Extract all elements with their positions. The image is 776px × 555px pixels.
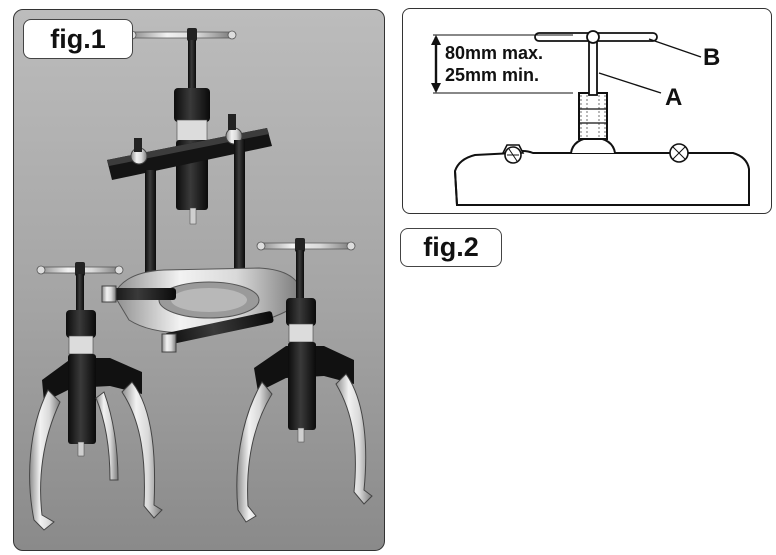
fig1-photo-panel: fig.1 (13, 9, 385, 551)
t-handle-b (534, 30, 658, 44)
gear-puller-set-illustration (29, 28, 373, 531)
callout-a: A (665, 84, 682, 111)
fig1-label: fig.1 (23, 19, 133, 59)
min-travel-label: 25mm min. (445, 65, 539, 85)
callout-b-leader (648, 38, 702, 58)
callout-b: B (703, 44, 720, 71)
callout-a-leader (598, 72, 662, 94)
spindle-a (588, 38, 598, 96)
hydraulic-cylinder (578, 92, 608, 140)
dimension-arrows (431, 34, 573, 94)
max-travel-label: 80mm max. (445, 43, 543, 63)
puller-stroke-diagram: 80mm max. 25mm min. B A (431, 30, 750, 206)
bearing-separator-puller (101, 28, 303, 353)
puller-body-block (453, 135, 750, 206)
fig2-label: fig.2 (400, 228, 502, 267)
right-jaw-puller (236, 238, 373, 523)
left-jaw-puller (29, 262, 163, 531)
fig2-diagram-panel: 80mm max. 25mm min. B A (402, 8, 772, 214)
